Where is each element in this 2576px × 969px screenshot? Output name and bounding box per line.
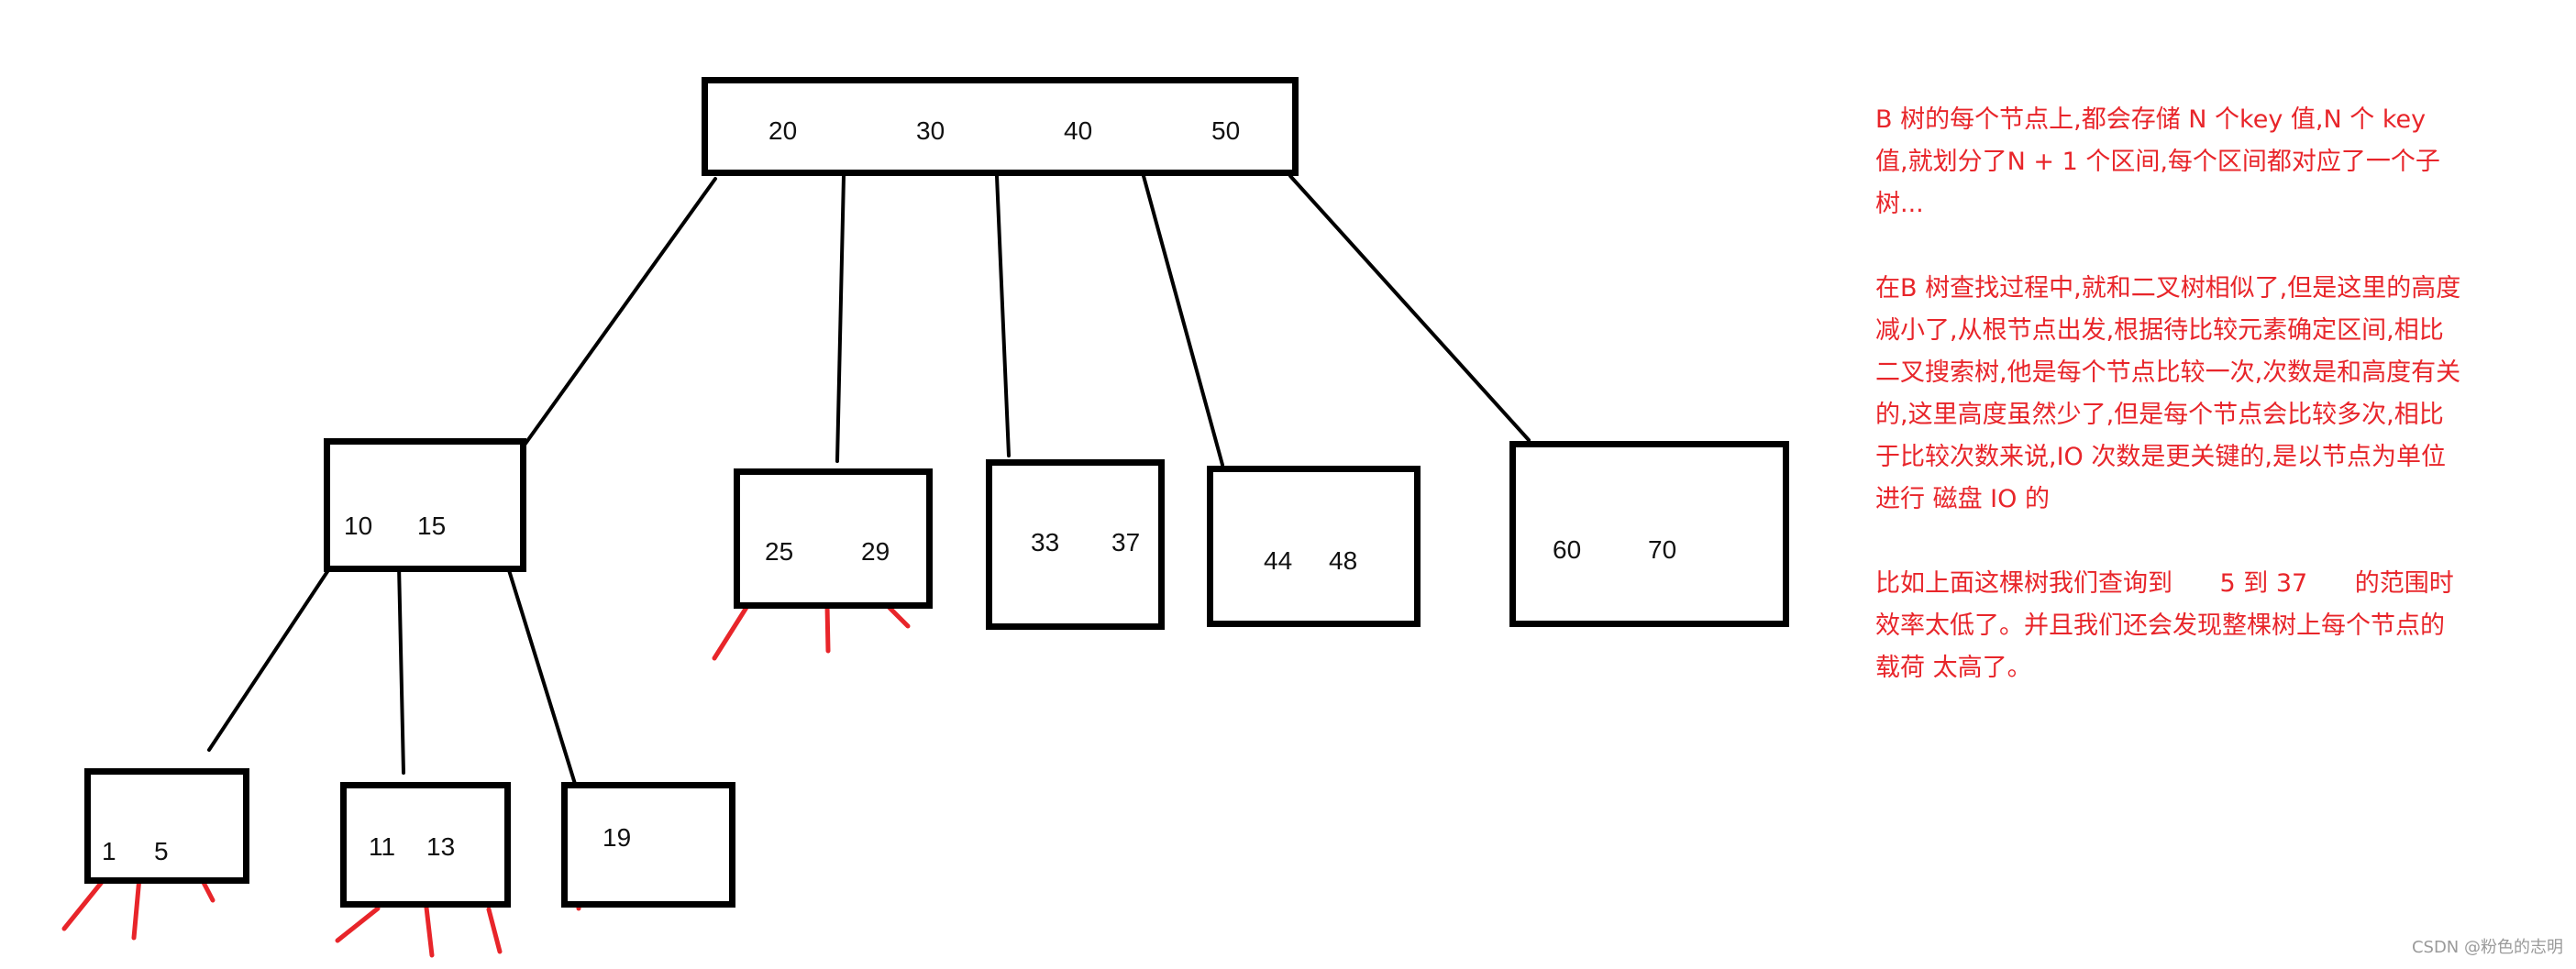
node-key: 40 [1064, 116, 1093, 145]
csdn-watermark: CSDN @粉色的志明 [2411, 938, 2563, 957]
red-pointer-line [131, 875, 142, 941]
node-key: 10 [344, 512, 373, 540]
red-pointer-line [885, 603, 911, 629]
node-key: 60 [1553, 535, 1582, 564]
leaf-1-5: 1 5 [84, 768, 249, 884]
red-pointer-line [61, 874, 109, 931]
node-60-70: 60 70 [1509, 441, 1789, 627]
edge-root-to-25-29 [835, 174, 846, 463]
annotation-paragraph-3: 比如上面这棵树我们查询到 5 到 37 的范围时效率太低了。并且我们还会发现整棵… [1875, 569, 2454, 682]
node-key: 50 [1211, 116, 1241, 145]
node-key: 70 [1648, 535, 1677, 564]
red-pointer-line [824, 602, 831, 654]
node-key: 37 [1111, 528, 1141, 556]
node-key: 15 [417, 512, 447, 540]
node-key: 1 [102, 837, 116, 865]
red-pointer-line [424, 905, 435, 958]
edge-10-15-to-11-13 [397, 563, 405, 775]
node-33-37: 33 37 [986, 459, 1165, 630]
node-10-15: 10 15 [324, 438, 526, 572]
node-25-29: 25 29 [734, 468, 933, 609]
node-key: 19 [603, 823, 632, 852]
node-key: 29 [861, 537, 890, 566]
red-pointer-line [335, 906, 381, 943]
edge-10-15-to-1-5 [207, 568, 330, 752]
node-key: 48 [1329, 546, 1358, 575]
edge-10-15-to-19 [507, 568, 577, 786]
red-pointer-line [712, 603, 750, 661]
node-key: 25 [765, 537, 794, 566]
leaf-11-13: 11 13 [340, 782, 511, 908]
edge-root-to-10-15 [521, 177, 717, 449]
leaf-19: 19 [561, 782, 735, 908]
node-key: 11 [369, 832, 396, 861]
annotation-paragraph-2: 在B 树查找过程中,就和二叉树相似了,但是这里的高度减小了,从根节点出发,根据待… [1875, 274, 2461, 513]
node-key: 5 [154, 837, 169, 865]
edge-root-to-33-37 [995, 174, 1011, 457]
node-key: 44 [1264, 546, 1293, 575]
edge-root-to-44-48 [1142, 174, 1224, 467]
root-node: 20 30 40 50 [702, 77, 1299, 176]
node-44-48: 44 48 [1207, 466, 1421, 627]
node-key: 13 [426, 832, 456, 861]
annotation-text-block: B 树的每个节点上,都会存储 N 个key 值,N 个 key 值,就划分了N … [1875, 99, 2462, 732]
annotation-paragraph-1: B 树的每个节点上,都会存储 N 个key 值,N 个 key 值,就划分了N … [1875, 105, 2440, 218]
edge-root-to-60-70 [1288, 174, 1531, 442]
node-key: 30 [916, 116, 945, 145]
node-key: 33 [1031, 528, 1060, 556]
node-key: 20 [768, 116, 798, 145]
red-pointer-line [486, 907, 503, 954]
